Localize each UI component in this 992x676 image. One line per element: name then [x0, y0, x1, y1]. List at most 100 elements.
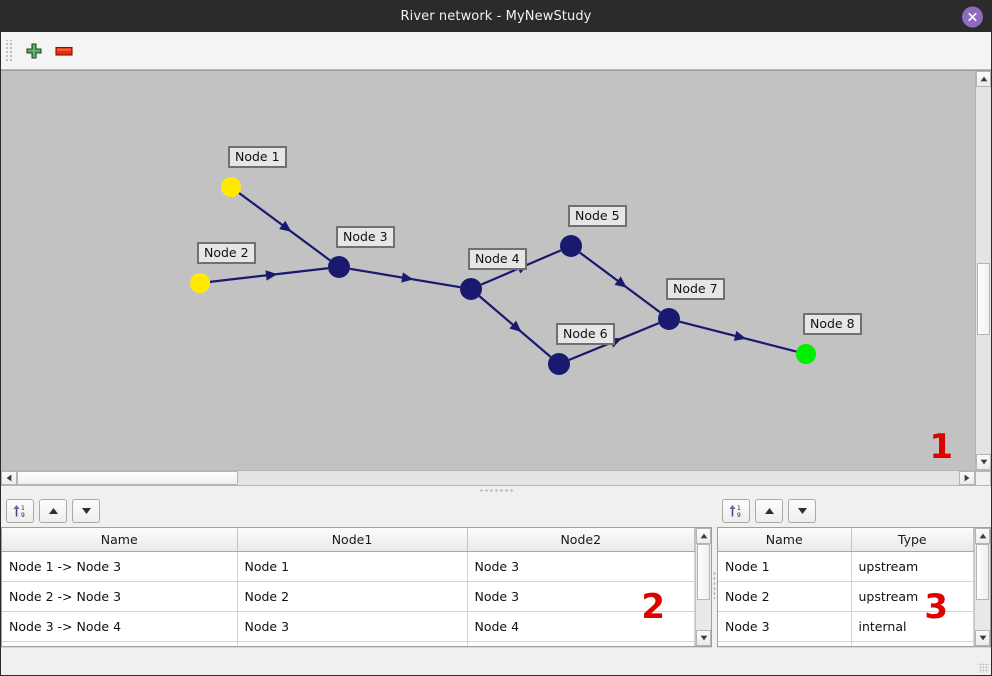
canvas-horizontal-scrollbar[interactable]: [1, 470, 991, 486]
nodes-col-type[interactable]: Type: [851, 528, 974, 552]
graph-node-node8[interactable]: [796, 344, 816, 364]
scroll-down-icon[interactable]: [976, 454, 991, 470]
window-resize-grip-icon[interactable]: [979, 663, 989, 673]
nodes-cell[interactable]: upstream: [851, 581, 974, 612]
nodes-table-header-row: Name Type: [718, 528, 974, 552]
links-cell[interactable]: Node 2 -> Node 3: [2, 581, 238, 612]
annotation-2: 2: [641, 587, 665, 627]
links-cell[interactable]: Node 4 -> Node 5: [2, 641, 238, 646]
node-label-node8[interactable]: Node 8: [803, 313, 862, 335]
splitter-grip-icon: [479, 489, 513, 492]
nodes-move-down-button[interactable]: [788, 499, 816, 523]
add-icon[interactable]: [19, 36, 49, 66]
vertical-splitter[interactable]: [712, 495, 717, 675]
links-cell[interactable]: Node 1: [237, 551, 468, 582]
edge-arrowhead: [509, 320, 522, 333]
nodes-scroll-down-icon[interactable]: [975, 630, 990, 646]
node-label-node1[interactable]: Node 1: [228, 146, 287, 168]
links-cell[interactable]: Node 4: [467, 611, 695, 642]
annotation-3: 3: [924, 587, 948, 627]
nodes-cell[interactable]: Node 2: [718, 581, 852, 612]
scroll-up-icon[interactable]: [976, 71, 991, 87]
close-icon[interactable]: [962, 6, 983, 27]
graph-node-node5[interactable]: [560, 235, 582, 257]
node-label-node3[interactable]: Node 3: [336, 226, 395, 248]
links-cell[interactable]: Node 2: [237, 581, 468, 612]
nodes-sort-button[interactable]: 1 9: [722, 499, 750, 523]
node-label-node6[interactable]: Node 6: [556, 323, 615, 345]
canvas-hscroll-trough[interactable]: [17, 471, 959, 485]
node-label-node2[interactable]: Node 2: [197, 242, 256, 264]
nodes-col-name[interactable]: Name: [718, 528, 852, 552]
nodes-move-up-button[interactable]: [755, 499, 783, 523]
nodes-pane: 1 9 Name Type: [717, 495, 991, 675]
nodes-cell[interactable]: Node 4: [718, 641, 852, 646]
graph-node-node4[interactable]: [460, 278, 482, 300]
delete-icon[interactable]: [49, 36, 79, 66]
network-canvas-area: Node 1 Node 2 Node 3 Node 4 Node 5 Node 6 Node…: [1, 70, 991, 470]
links-col-node2[interactable]: Node2: [467, 528, 695, 552]
nodes-cell[interactable]: Node 3: [718, 611, 852, 642]
scrollbar-corner: [975, 471, 991, 486]
links-table-scroll-thumb[interactable]: [697, 544, 710, 600]
links-col-name[interactable]: Name: [2, 528, 238, 552]
horizontal-splitter[interactable]: [1, 485, 991, 495]
nodes-table-scroll-thumb[interactable]: [976, 544, 989, 600]
network-graph: [190, 177, 816, 375]
links-cell[interactable]: Node 3: [467, 551, 695, 582]
links-cell[interactable]: Node 5: [467, 641, 695, 646]
nodes-scroll-up-icon[interactable]: [975, 528, 990, 544]
graph-node-node3[interactable]: [328, 256, 350, 278]
links-toolbar: 1 9: [1, 495, 712, 527]
graph-node-node7[interactable]: [658, 308, 680, 330]
links-cell[interactable]: Node 3: [467, 581, 695, 612]
node-label-node5[interactable]: Node 5: [568, 205, 627, 227]
nodes-toolbar: 1 9: [717, 495, 991, 527]
links-cell[interactable]: Node 3: [237, 611, 468, 642]
links-move-up-button[interactable]: [39, 499, 67, 523]
canvas-vscroll-thumb[interactable]: [977, 263, 990, 335]
canvas-hscroll-thumb[interactable]: [17, 471, 238, 485]
links-cell[interactable]: Node 1 -> Node 3: [2, 551, 238, 582]
nodes-cell[interactable]: internal: [851, 641, 974, 646]
toolbar-drag-handle[interactable]: [5, 39, 14, 62]
edge-arrowhead: [265, 270, 278, 281]
node-label-node7[interactable]: Node 7: [666, 278, 725, 300]
graph-node-node6[interactable]: [548, 353, 570, 375]
nodes-cell[interactable]: internal: [851, 611, 974, 642]
links-cell[interactable]: Node 4: [237, 641, 468, 646]
graph-node-node2[interactable]: [190, 273, 210, 293]
nodes-cell[interactable]: upstream: [851, 551, 974, 582]
nodes-table-scrollbar[interactable]: [974, 528, 990, 646]
links-cell[interactable]: Node 3 -> Node 4: [2, 611, 238, 642]
river-network-canvas[interactable]: Node 1 Node 2 Node 3 Node 4 Node 5 Node 6 Node…: [1, 70, 975, 470]
links-move-down-button[interactable]: [72, 499, 100, 523]
scroll-right-icon[interactable]: [959, 471, 975, 485]
nodes-cell[interactable]: Node 1: [718, 551, 852, 582]
scroll-left-icon[interactable]: [1, 471, 17, 485]
links-scroll-down-icon[interactable]: [696, 630, 711, 646]
node-label-node4[interactable]: Node 4: [468, 248, 527, 270]
links-scroll-up-icon[interactable]: [696, 528, 711, 544]
nodes-pane-footer: [717, 647, 991, 675]
links-table-header-row: Name Node1 Node2: [2, 528, 695, 552]
vertical-splitter-grip-icon: [713, 571, 716, 599]
links-table-scrollbar[interactable]: [695, 528, 711, 646]
links-sort-button[interactable]: 1 9: [6, 499, 34, 523]
links-col-node1[interactable]: Node1: [237, 528, 468, 552]
graph-node-node1[interactable]: [221, 177, 241, 197]
window-title: River network - MyNewStudy: [400, 9, 592, 24]
edge-arrowhead: [401, 272, 414, 283]
table-row[interactable]: Node 4internal: [718, 641, 974, 646]
canvas-vertical-scrollbar[interactable]: [975, 70, 991, 470]
